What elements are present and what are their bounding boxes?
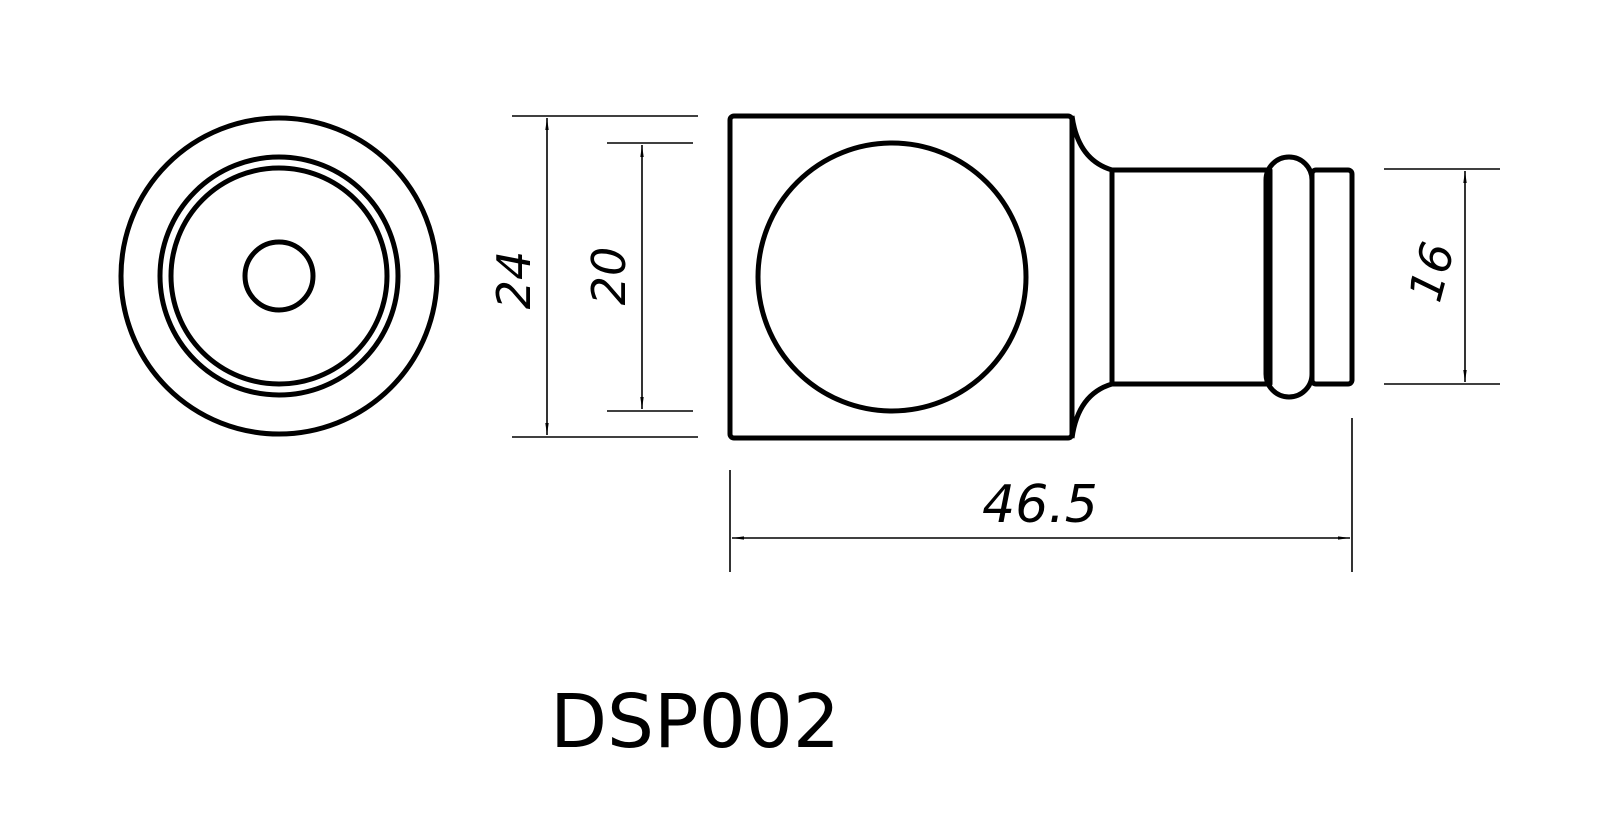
side-view-groove-ring xyxy=(1263,154,1315,400)
end-view-inner-circle xyxy=(168,165,390,387)
end-view-center-hole xyxy=(242,239,316,313)
dimension-16-label: 16 xyxy=(1398,237,1465,308)
dimension-46-5 xyxy=(729,418,1353,572)
dimension-20 xyxy=(607,142,693,412)
dimension-24 xyxy=(512,115,698,438)
side-view-tip xyxy=(1309,167,1355,387)
end-view-outer-circle xyxy=(118,115,440,437)
dimension-46-5-label: 46.5 xyxy=(982,475,1098,535)
end-view-middle-circle xyxy=(157,154,401,398)
dimension-24-label: 24 xyxy=(487,251,541,310)
side-view xyxy=(727,113,1355,441)
side-view-fillet-bottom xyxy=(1069,381,1113,439)
dimension-20-label: 20 xyxy=(582,247,636,306)
dimension-16 xyxy=(1384,168,1500,385)
side-view-neck xyxy=(1109,167,1273,387)
end-view xyxy=(118,115,440,437)
side-view-body xyxy=(727,113,1075,441)
part-code: DSP002 xyxy=(550,679,840,765)
side-view-face-circle xyxy=(755,140,1029,414)
side-view-fillet-top xyxy=(1069,115,1113,173)
